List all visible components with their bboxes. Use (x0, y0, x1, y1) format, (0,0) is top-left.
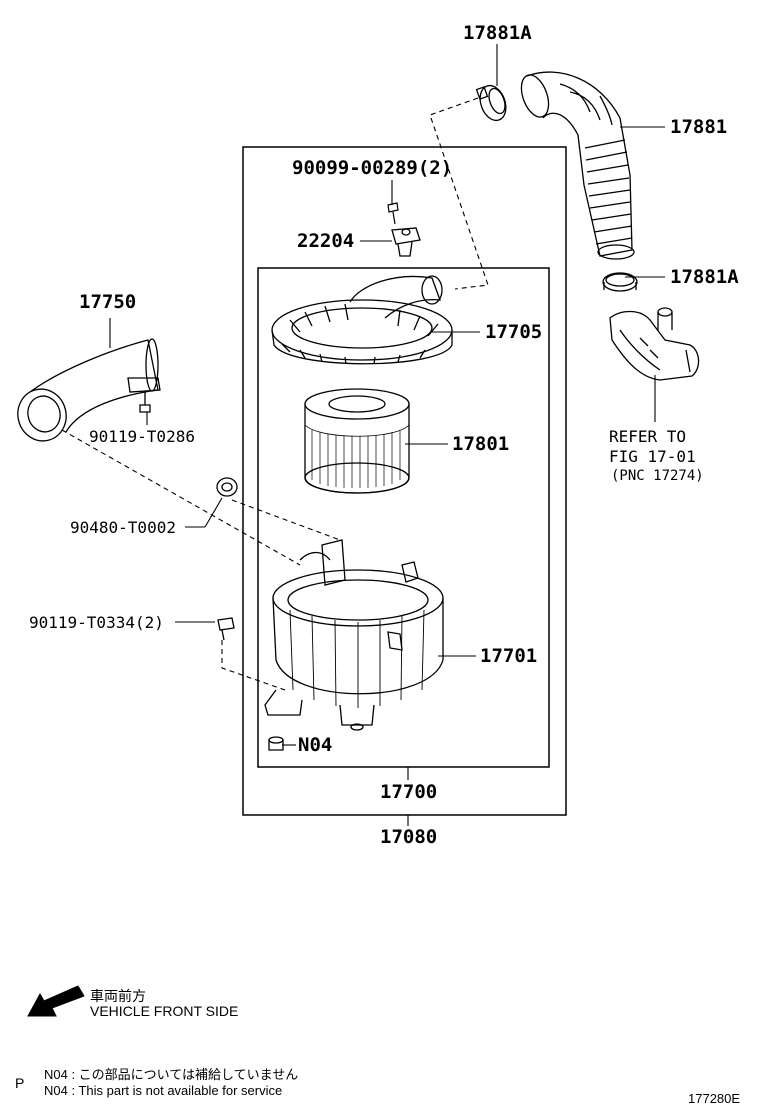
front-side-jp: 車両前方 (90, 988, 146, 1004)
assembly-box-17700 (257, 267, 550, 768)
label-17881a-top: 17881A (463, 22, 532, 44)
assembly-box-17080 (242, 146, 567, 816)
label-90480: 90480-T0002 (70, 518, 176, 537)
label-17080: 17080 (380, 826, 438, 848)
sensor-22204 (391, 227, 421, 257)
label-n04: N04 (298, 734, 333, 756)
figure-id: 177280E (688, 1091, 741, 1106)
front-arrow-icon (27, 985, 85, 1017)
elbow-hose-reference (609, 307, 700, 381)
leader-lines (109, 44, 665, 826)
screw-90099 (387, 202, 399, 225)
label-22204: 22204 (297, 230, 355, 252)
grommet-90480 (216, 477, 238, 497)
refer-line-2: FIG 17-01 (609, 447, 696, 466)
footnote-en: N04 : This part is not available for ser… (44, 1083, 283, 1098)
label-90119-t0286: 90119-T0286 (89, 427, 195, 446)
inlet-duct-17750 (17, 338, 161, 442)
label-17801: 17801 (452, 433, 510, 455)
label-90099: 90099-00289(2) (292, 157, 453, 179)
filter-17801 (304, 388, 410, 494)
footnote-marker: P (15, 1075, 25, 1091)
label-17700: 17700 (380, 781, 438, 803)
case-17701 (264, 539, 444, 731)
dashed-connectors (61, 97, 489, 691)
front-side-en: VEHICLE FRONT SIDE (90, 1003, 239, 1019)
footnote-jp: N04 : この部品については補給していません (44, 1067, 299, 1082)
label-17705: 17705 (485, 321, 543, 343)
label-17750: 17750 (79, 291, 137, 313)
label-90119-t0334: 90119-T0334(2) (29, 613, 164, 632)
clamp-17881a-lower (602, 272, 638, 292)
refer-line-3: (PNC 17274) (611, 468, 704, 484)
refer-line-1: REFER TO (609, 427, 687, 446)
intake-hose-17881 (520, 71, 635, 260)
label-17701: 17701 (480, 645, 538, 667)
label-17881a-mid: 17881A (670, 266, 739, 288)
cap-17705 (271, 275, 453, 365)
cap-n04 (268, 736, 284, 751)
bolt-90119-t0334 (217, 617, 235, 641)
clamp-17881a-top (475, 84, 507, 122)
label-17881: 17881 (670, 116, 728, 138)
